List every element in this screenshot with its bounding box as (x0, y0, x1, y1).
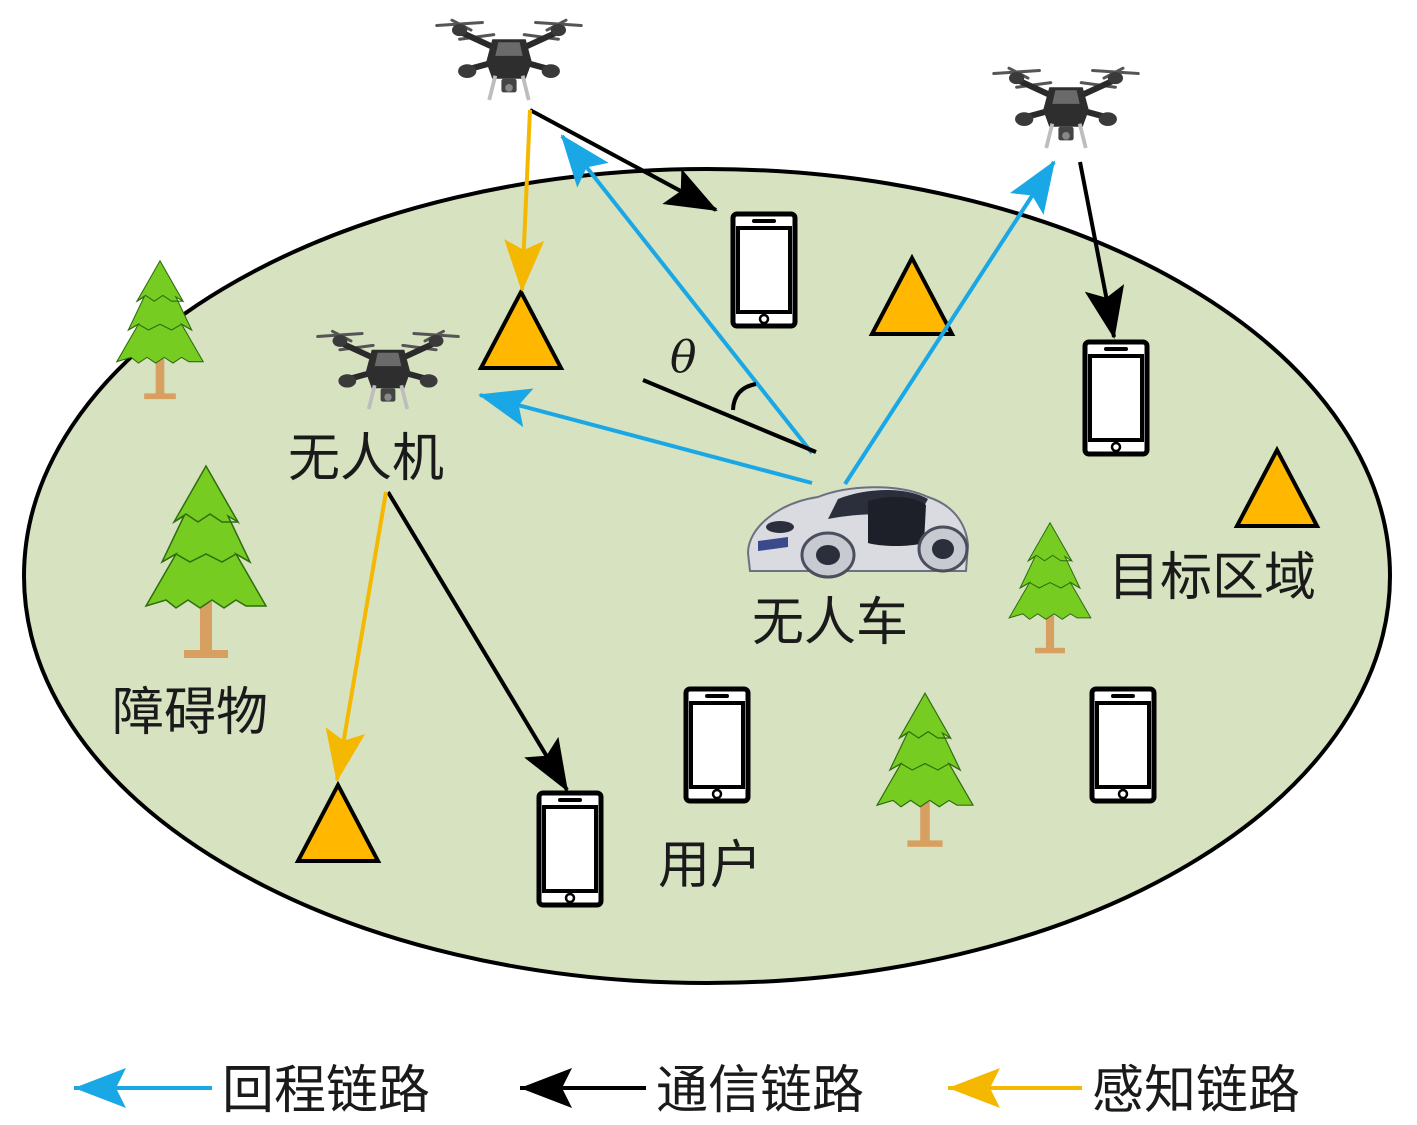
smartphone-icon (686, 689, 748, 801)
drone-icon (437, 20, 581, 100)
sensing-link (504, 109, 545, 292)
user-label: 用户 (658, 836, 762, 896)
drone-icon (994, 68, 1138, 148)
smartphone-icon (733, 214, 795, 326)
angle-arc (731, 382, 757, 411)
communication-link (1078, 161, 1125, 339)
backhaul-link (560, 134, 814, 455)
legend-arrowhead-backhaul (74, 1068, 126, 1108)
uav-label: 无人机 (288, 429, 444, 489)
smartphone-icon (539, 793, 601, 905)
sensing-link (325, 491, 388, 782)
smartphone-icon (1092, 689, 1154, 801)
legend-label-communication: 通信链路 (656, 1061, 864, 1121)
legend-label-sensing: 感知链路 (1092, 1061, 1300, 1121)
communication-link (386, 490, 569, 792)
legend-arrowhead-sensing (948, 1068, 1000, 1108)
legend: 回程链路 通信链路 感知链路 (74, 1061, 1300, 1121)
target-area-label: 目标区域 (1108, 548, 1316, 608)
legend-label-backhaul: 回程链路 (222, 1061, 430, 1121)
legend-item-sensing: 感知链路 (948, 1061, 1300, 1121)
obstacle-label: 障碍物 (112, 683, 268, 743)
backhaul-link (478, 388, 813, 485)
legend-item-communication: 通信链路 (520, 1061, 864, 1121)
backhaul-link (843, 160, 1056, 486)
communication-link (529, 108, 718, 212)
car-icon (746, 486, 970, 579)
ugv-label: 无人车 (752, 593, 908, 653)
reference-line (642, 378, 817, 454)
smartphone-icon (1085, 342, 1147, 454)
legend-arrowhead-communication (520, 1068, 572, 1108)
angle-label: θ (670, 332, 697, 383)
legend-item-backhaul: 回程链路 (74, 1061, 430, 1121)
